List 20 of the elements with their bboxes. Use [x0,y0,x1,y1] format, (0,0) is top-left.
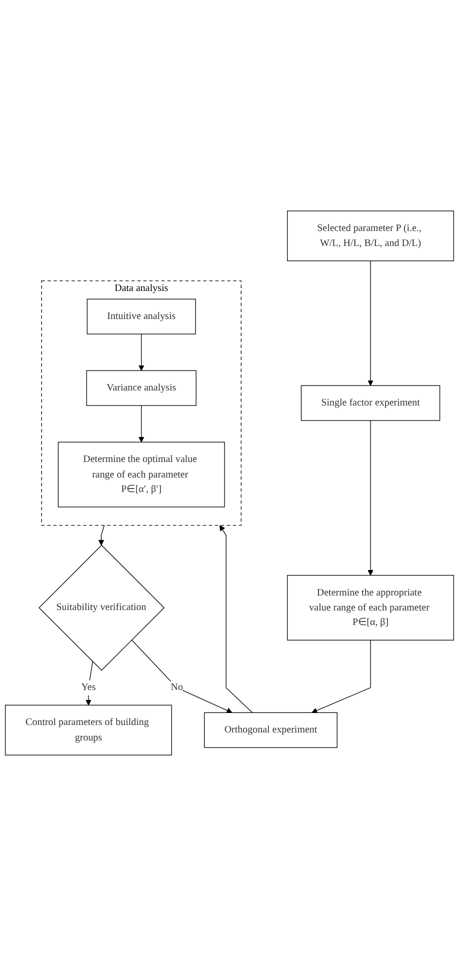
arrow [138,334,144,371]
arrow [368,260,374,386]
node-box: Selected parameter P (i.e., W/L, H/L, B/L, and D/L) [287,210,454,262]
arrow [312,640,371,714]
node-box: Orthogonal experiment [204,712,338,748]
node-box: Determine the optimal value range of each parameter P∈[α′, β′] [58,442,225,508]
arrow [131,640,232,714]
node-box: Intuitive analysis [86,298,196,334]
arrow [98,524,105,546]
node-diamond: Suitability verification [38,544,165,671]
arrow [86,661,93,706]
node-box: Determine the appropriate value range of each parameter P∈[α, β] [287,574,454,640]
node-box: Single factor experiment [300,385,440,421]
arrow [138,405,144,442]
node-box: Control parameters of building groups [4,704,172,756]
edge-label: Yes [81,682,96,693]
edge-label: No [170,682,183,693]
arrow [368,420,374,576]
node-box: Variance analysis [86,370,196,406]
arrow [219,525,253,713]
